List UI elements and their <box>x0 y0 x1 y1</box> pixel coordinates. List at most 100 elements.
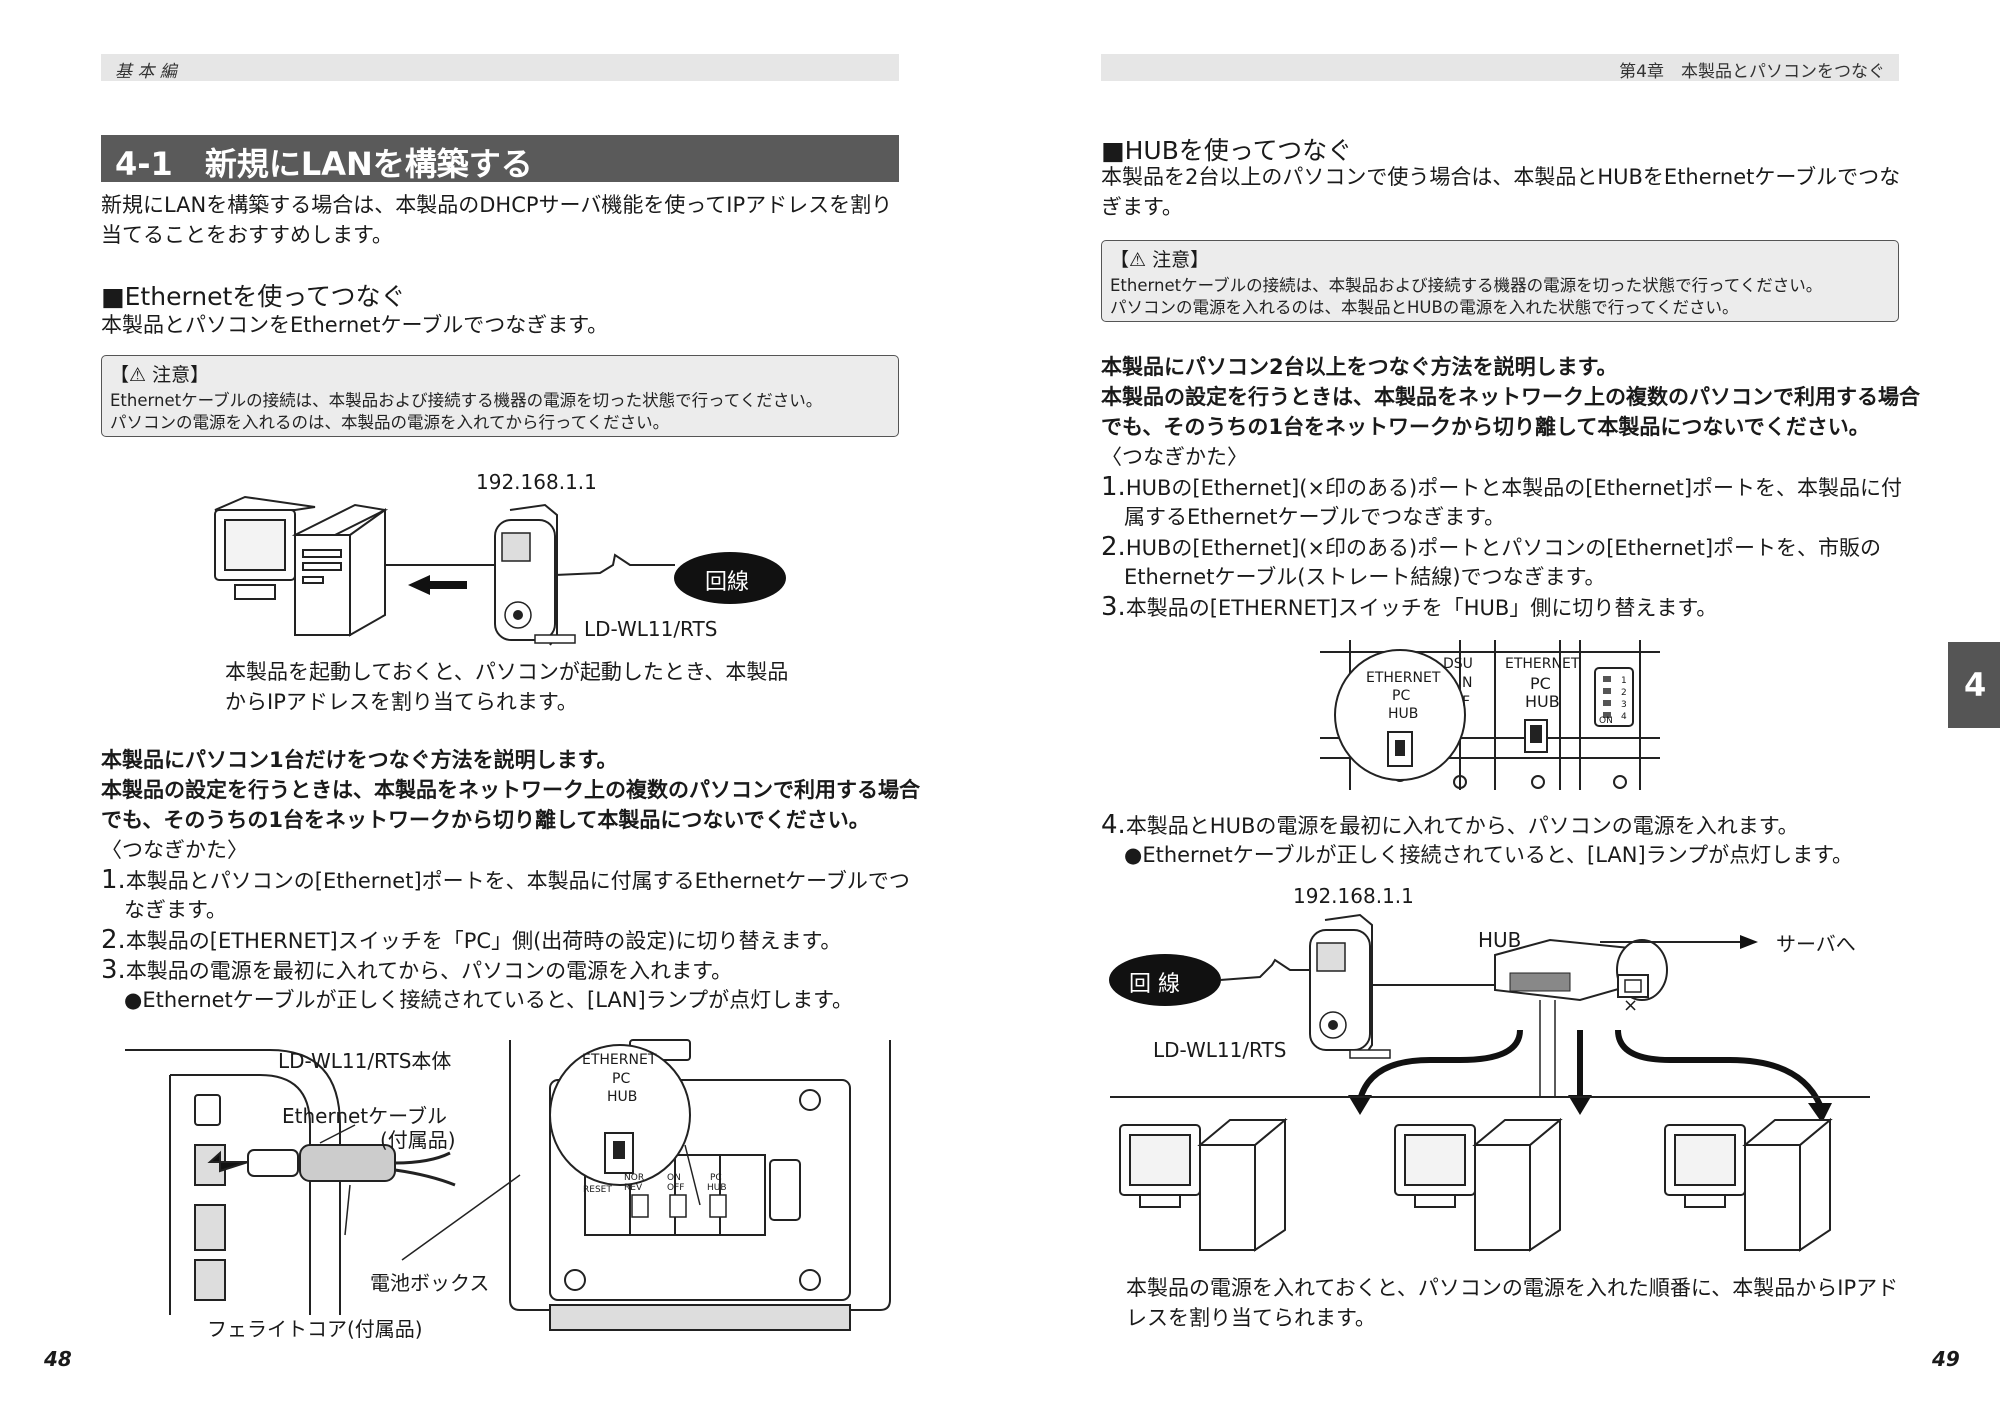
chapter-tab-number: 4 <box>1964 666 1987 704</box>
page-number-left: 48 <box>44 1347 72 1371</box>
caution-line-1: Ethernetケーブルの接続は、本製品および接続する機器の電源を切った状態で行… <box>110 391 823 410</box>
cable-label: Ethernetケーブル <box>282 1104 447 1128</box>
r-step-1: 1.HUBの[Ethernet](×印のある)ポートと本製品の[Ethernet… <box>1101 472 1902 503</box>
ferrite-leader <box>344 1184 351 1236</box>
switch-pc: PC <box>612 1071 631 1087</box>
step-text: HUBの[Ethernet](×印のある)ポートとパソコンの[Ethernet]… <box>1125 536 1882 560</box>
step-3: 3.本製品の電源を最初に入れてから、パソコンの電源を入れます。 <box>101 955 732 986</box>
r-step-2-cont: Ethernetケーブル(ストレート結線)でつなぎます。 <box>1124 565 1606 589</box>
pc-tower-icon <box>291 503 389 637</box>
r-device-label: LD-WL11/RTS <box>1153 1038 1287 1062</box>
arrow-right-icon <box>1740 935 1758 949</box>
line-oval <box>1109 954 1221 1006</box>
step-text: 本製品とHUBの電源を最初に入れてから、パソコンの電源を入れます。 <box>1125 814 1799 838</box>
device-back-panel <box>509 1039 891 1331</box>
zoom-switch-hub: HUB <box>1388 706 1419 722</box>
small-switches <box>631 1194 727 1218</box>
hub-device-icon <box>1494 938 1668 1002</box>
steps-intro-1: 本製品にパソコン1台だけをつなぐ方法を説明します。 <box>101 748 618 772</box>
cable-sub-label: (付属品) <box>380 1128 456 1152</box>
section-heading-ethernet: ■Ethernetを使ってつなぐ <box>101 282 406 311</box>
step-1: 1.本製品とパソコンの[Ethernet]ポートを、本製品に付属するEthern… <box>101 865 910 896</box>
arrow-left-icon <box>408 575 467 595</box>
ethernet-switch-diagram <box>1320 640 1660 790</box>
r-how-to-label: 〈つなぎかた〉 <box>1101 445 1248 469</box>
panel-switch-title: ETHERNET <box>1505 656 1580 672</box>
pc-to-router-diagram <box>214 495 786 646</box>
left-page: 基 本 編 4-1 新規にLANを構築する 新規にLANを構築する場合は、本製品… <box>44 54 920 1371</box>
reset-label: RESET <box>583 1185 612 1195</box>
panel-switch-hub: HUB <box>1525 692 1560 711</box>
right-header-bar: 第4章 本製品とパソコンをつなぐ <box>1101 54 1899 82</box>
ferrite-label: フェライトコア(付属品) <box>207 1317 423 1341</box>
step-text: 本製品とパソコンの[Ethernet]ポートを、本製品に付属するEthernet… <box>125 869 910 893</box>
dsu-label: DSU <box>1443 656 1473 672</box>
pc-small-label: PC <box>710 1173 722 1183</box>
battery-label: 電池ボックス <box>370 1271 490 1295</box>
ethernet-cable-icon <box>207 1144 456 1187</box>
distribution-arrows <box>1357 1029 1823 1107</box>
dip-on-label: ON <box>1599 716 1613 726</box>
r-steps-intro-3: でも、そのうちの1台をネットワークから切り離して本製品につないでください。 <box>1101 415 1870 439</box>
off-label: OFF <box>667 1183 685 1193</box>
r-steps-intro-2: 本製品の設定を行うときは、本製品をネットワーク上の複数のパソコンで利用する場合 <box>1101 385 1920 409</box>
router-device-icon <box>494 503 576 646</box>
line-oval <box>674 552 786 604</box>
r-ip-label: 192.168.1.1 <box>1293 884 1414 908</box>
switch-zoom-circle <box>549 1044 701 1206</box>
line-label: 回線 <box>705 570 750 595</box>
right-page: 第4章 本製品とパソコンをつなぐ ■HUBを使ってつなぐ 本製品を2台以上のパソ… <box>1000 0 2000 1419</box>
r-step-2: 2.HUBの[Ethernet](×印のある)ポートとパソコンの[Etherne… <box>1101 532 1881 563</box>
step-text: 本製品の[ETHERNET]スイッチを「HUB」側に切り替えます。 <box>1125 596 1718 620</box>
r-steps-intro-1: 本製品にパソコン2台以上をつなぐ方法を説明します。 <box>1101 355 1618 379</box>
caution-line-2: パソコンの電源を入れるのは、本製品の電源を入れてから行ってください。 <box>110 413 670 432</box>
zoom-switch-title: ETHERNET <box>1366 670 1441 686</box>
right-header-text: 第4章 本製品とパソコンをつなぐ <box>1619 62 1885 82</box>
intro-line-1: 新規にLANを構築する場合は、本製品のDHCPサーバ機能を使ってIPアドレスを割… <box>101 193 893 217</box>
hub-desc-2: ぎます。 <box>1101 195 1183 219</box>
r-line-label: 回 線 <box>1129 972 1180 997</box>
hub-small-label: HUB <box>707 1183 727 1193</box>
diagram1-caption-1: 本製品を起動しておくと、パソコンが起動したとき、本製品 <box>225 660 789 684</box>
network-caption-2: レスを割り当てられます。 <box>1126 1306 1376 1330</box>
network-caption-1: 本製品の電源を入れておくと、パソコンの電源を入れた順番に、本製品からIPアド <box>1126 1276 1899 1300</box>
body-label: LD-WL11/RTS本体 <box>278 1049 452 1073</box>
step-1-cont: なぎます。 <box>124 898 227 922</box>
router-device-icon <box>1309 913 1391 1059</box>
how-to-label: 〈つなぎかた〉 <box>101 838 248 862</box>
step-number: 4. <box>1101 810 1126 840</box>
nor-label: NOR <box>624 1173 645 1183</box>
chapter-title: 4-1 新規にLANを構築する <box>115 145 533 183</box>
dip-digit-4: 4 <box>1621 712 1627 722</box>
n-label: N <box>1462 675 1473 691</box>
zoom-switch-pc: PC <box>1392 688 1411 704</box>
section-desc-ethernet: 本製品とパソコンをEthernetケーブルでつなぎます。 <box>101 313 609 337</box>
switch-hub: HUB <box>607 1089 638 1105</box>
hub-desc-1: 本製品を2台以上のパソコンで使う場合は、本製品とHUBをEthernetケーブル… <box>1101 165 1901 189</box>
line-zigzag <box>554 553 675 576</box>
steps-intro-3: でも、そのうちの1台をネットワークから切り離して本製品につないでください。 <box>101 808 870 832</box>
pc-monitor-icon <box>214 495 316 600</box>
step-text: 本製品の[ETHERNET]スイッチを「PC」側(出荷時の設定)に切り替えます。 <box>125 929 842 953</box>
caution-title: 【⚠ 注意】 <box>110 364 210 386</box>
rev-label: REV <box>624 1183 643 1193</box>
panel-switch-pc: PC <box>1530 674 1551 693</box>
step-number: 2. <box>101 925 126 955</box>
r-bullet-lan-lamp: ●Ethernetケーブルが正しく接続されていると、[LAN]ランプが点灯します… <box>1124 843 1853 867</box>
dip-digit-3: 3 <box>1621 700 1627 710</box>
chapter-tab: 4 <box>1948 642 2000 728</box>
r-step-1-cont: 属するEthernetケーブルでつなぎます。 <box>1124 505 1506 529</box>
on-label: ON <box>667 1173 681 1183</box>
bullet-lan-lamp: ●Ethernetケーブルが正しく接続されていると、[LAN]ランプが点灯します… <box>124 988 853 1012</box>
f-label: F <box>1462 694 1471 710</box>
left-header-text: 基 本 編 <box>115 62 177 82</box>
steps-intro-2: 本製品の設定を行うときは、本製品をネットワーク上の複数のパソコンで利用する場合 <box>101 778 920 802</box>
step-number: 1. <box>1101 472 1126 502</box>
device-back-diagram <box>125 1039 891 1331</box>
dip-digit-2: 2 <box>1621 688 1627 698</box>
left-header-bar: 基 本 編 <box>101 54 899 82</box>
battery-leader <box>401 1174 521 1261</box>
section-heading-hub: ■HUBを使ってつなぐ <box>1101 136 1353 165</box>
hub-label: HUB <box>1478 928 1522 952</box>
step-text: 本製品の電源を最初に入れてから、パソコンの電源を入れます。 <box>125 959 733 983</box>
